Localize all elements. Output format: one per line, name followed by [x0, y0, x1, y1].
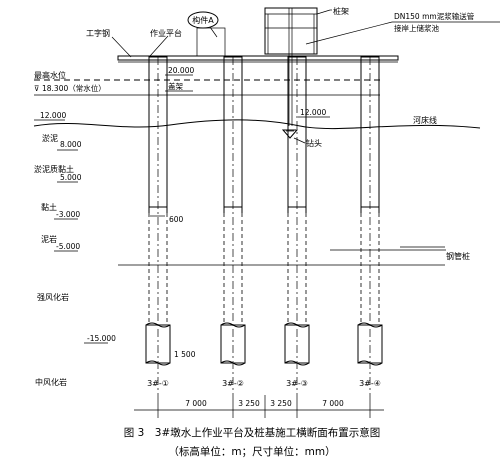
stratum-clay: 黏土 [41, 202, 57, 212]
pile-dia-label: 1 500 [174, 350, 196, 359]
casing-dim-label: 600 [169, 215, 184, 224]
spacing-3: 3 250 [270, 399, 292, 408]
elev-silty-clay-bottom: 5.000 [60, 173, 82, 182]
pile-frame [264, 7, 318, 126]
platform-label: 作业平台 [150, 28, 182, 38]
elev-bed-right: 12.000 [300, 108, 326, 117]
spacing-1: 7 000 [185, 399, 207, 408]
max-water-level-label: 最高水位 [34, 70, 66, 80]
steel-casing-label: 钢管桩 [446, 251, 470, 261]
riverbed-line [33, 119, 481, 130]
pile-label-3: 3#-③ [286, 379, 308, 388]
normal-water-level-label: 18.300（常水位） [42, 83, 106, 93]
drill-bit-label: 钻头 [306, 138, 322, 148]
elev-mudstone-bottom: -5.000 [56, 242, 80, 251]
elev-platform: 20.000 [168, 66, 194, 75]
bridge-label: 盖架 [168, 81, 183, 91]
member-a-label: 构件A [192, 15, 214, 25]
spacing-2: 3 250 [238, 399, 260, 408]
stratum-silt: 淤泥 [42, 133, 58, 143]
elev-silt-bottom: 8.000 [60, 140, 82, 149]
spacing-4: 7 000 [322, 399, 344, 408]
stratum-mudstone: 泥岩 [41, 234, 57, 244]
elev-bed-left: 12.000 [40, 111, 66, 120]
working-platform [117, 27, 399, 63]
member-a-callout: 构件A [187, 11, 219, 38]
drill-bit-shape [281, 129, 299, 139]
stratum-strong-weathered: 强风化岩 [37, 292, 69, 302]
pile-label-4: 3#-④ [359, 379, 381, 388]
caption-line1: 图 3 3#墩水上作业平台及桩基施工横断面布置示意图 [124, 426, 381, 439]
riverbed-label: 河床线 [413, 115, 437, 125]
caption-line2: （标高单位：m；尺寸单位：mm） [168, 445, 335, 458]
pile-label-2: 3#-② [222, 379, 244, 388]
stratum-silty-clay: 淤泥质黏土 [34, 164, 74, 174]
piles [145, 56, 383, 395]
i-beam-label: 工字钢 [86, 28, 110, 38]
pipe-note-line2: 接岸上储浆池 [394, 23, 439, 33]
normal-water-symbol: ⊽ [34, 84, 40, 93]
elev-clay-bottom: -3.000 [56, 210, 80, 219]
pile-frame-label: 桩架 [333, 6, 349, 16]
elev-strong-weathered-bottom: -15.000 [87, 334, 116, 343]
pile-label-1: 3#-① [147, 379, 169, 388]
pipe-note-line1: DN150 mm泥浆输送管 [394, 11, 475, 21]
dimension-line [134, 395, 384, 418]
stratum-moderate-weathered: 中风化岩 [35, 377, 67, 387]
